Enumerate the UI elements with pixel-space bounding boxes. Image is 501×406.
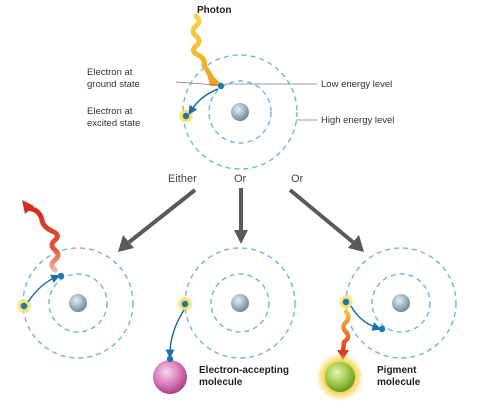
low-energy-orbit xyxy=(48,273,108,333)
either-label: Either xyxy=(168,173,197,185)
nucleus xyxy=(231,294,249,312)
photon-label: Photon xyxy=(197,5,231,16)
return-arrow xyxy=(350,305,382,331)
low-energy-orbit xyxy=(208,80,272,144)
nucleus xyxy=(69,294,87,312)
acceptor-label-line2: molecule xyxy=(199,377,243,388)
excited-electron xyxy=(181,300,189,308)
left-atom xyxy=(16,200,134,359)
return-arrow xyxy=(27,274,61,303)
ground-state-label-line1: Electron at xyxy=(87,67,133,78)
ground-state-electron xyxy=(217,82,225,90)
excited-electron xyxy=(342,298,350,306)
low-energy-orbit xyxy=(210,273,270,333)
acceptor-label-line1: Electron-accepting xyxy=(199,365,289,376)
excited-state-label-line2: excited state xyxy=(87,118,140,129)
ground-state-label-line2: ground state xyxy=(87,79,140,90)
top-atom xyxy=(175,13,317,170)
high-energy-label: High energy level xyxy=(321,115,394,126)
emitted-photon-wave xyxy=(25,205,61,273)
excitation-arrow xyxy=(188,88,219,115)
middle-branch-arrowhead xyxy=(234,230,248,244)
excited-state-electron xyxy=(182,112,190,120)
transfer-arrow xyxy=(165,309,185,359)
transferred-electron xyxy=(166,355,174,363)
energy-transfer-wave xyxy=(340,309,351,355)
right-branch-arrow xyxy=(288,188,356,245)
ground-leader-line xyxy=(175,81,218,86)
right-branch-arrowhead xyxy=(348,235,364,252)
branch-arrows xyxy=(118,188,364,252)
ground-electron xyxy=(57,272,65,280)
excited-state-label-line1: Electron at xyxy=(87,106,133,117)
ground-electron xyxy=(378,325,386,333)
right-atom xyxy=(316,247,457,401)
nucleus xyxy=(231,103,249,121)
left-branch-arrowhead xyxy=(118,235,134,252)
incoming-photon-wave xyxy=(190,13,216,83)
middle-atom xyxy=(153,247,296,394)
left-branch-arrow xyxy=(126,188,197,245)
high-energy-orbit xyxy=(182,54,298,170)
or-label-right: Or xyxy=(291,173,304,185)
photon-arrowhead xyxy=(206,70,224,86)
or-label-middle: Or xyxy=(234,173,247,185)
low-energy-label: Low energy level xyxy=(321,79,392,90)
pigment-label-line1: Pigment xyxy=(377,365,417,376)
pigment-molecule xyxy=(325,362,355,392)
nucleus xyxy=(392,294,410,312)
emitted-photon-arrowhead xyxy=(22,200,34,214)
excited-electron xyxy=(20,302,28,310)
pigment-label-line2: molecule xyxy=(377,377,421,388)
low-energy-orbit xyxy=(371,273,431,333)
electron-accepting-molecule xyxy=(153,360,187,394)
